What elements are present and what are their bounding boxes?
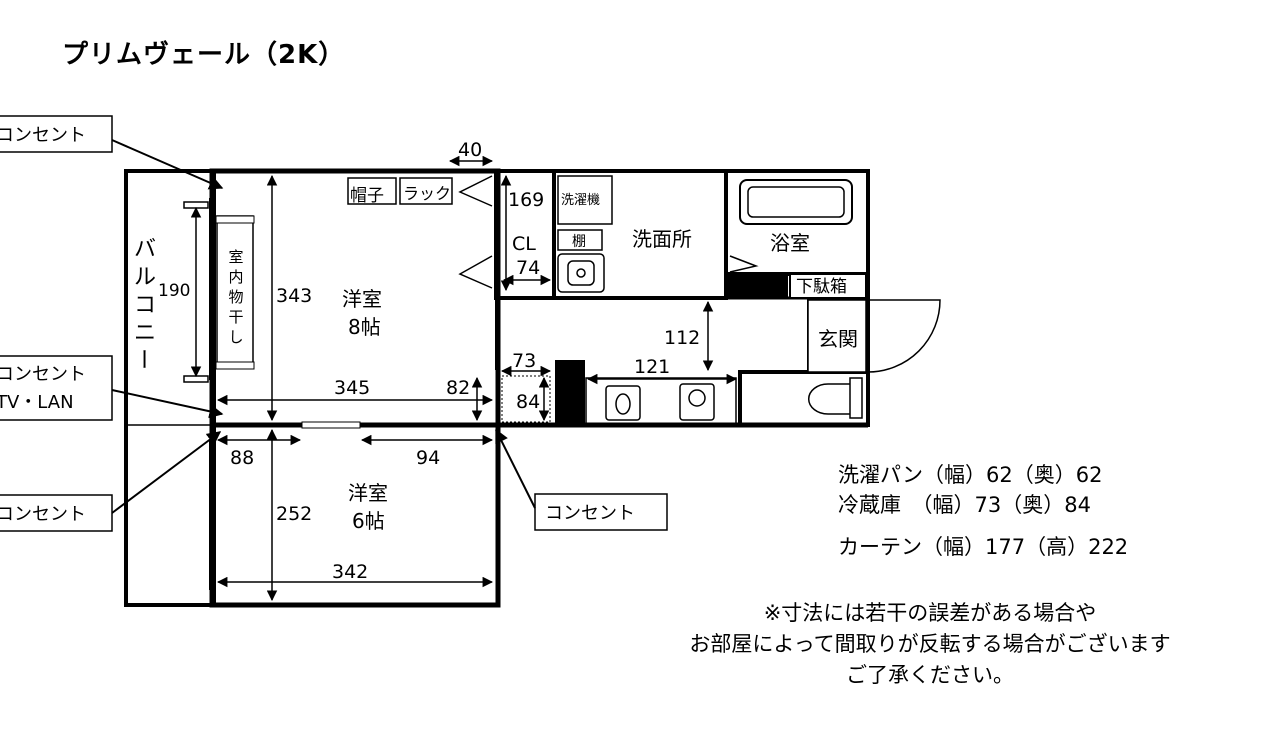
- caution-line: ※寸法には若干の誤差がある場合や: [763, 601, 1097, 625]
- outlet-left-bottom-label: コンセント: [0, 504, 86, 525]
- room2-name: 洋室: [348, 481, 388, 505]
- outlet-labels: コンセント コンセント TV・LAN コンセント コンセント: [0, 125, 635, 525]
- balcony-char: バ: [134, 237, 156, 262]
- dim-74: 74: [516, 257, 540, 279]
- dim-343: 343: [276, 285, 312, 307]
- caution-line: ご了承ください。: [846, 663, 1014, 687]
- dim-88: 88: [230, 447, 254, 469]
- outlet-right-label: コンセント: [545, 503, 635, 524]
- indoor-dry-char: 室: [228, 248, 243, 266]
- shelf-label: 棚: [572, 234, 586, 250]
- room1-name: 洋室: [342, 287, 382, 311]
- indoor-dry-rack: [215, 215, 255, 370]
- dim-112: 112: [664, 327, 700, 349]
- indoor-dry-label: 室 内 物 干 し: [228, 248, 243, 346]
- outlet-tv-lan-label: TV・LAN: [0, 392, 74, 413]
- washroom-label: 洗面所: [632, 227, 692, 251]
- caution-line: お部屋によって間取りが反転する場合がございます: [689, 632, 1171, 656]
- note-curtain: カーテン（幅）177（高）222: [838, 535, 1129, 559]
- balcony-char: ー: [130, 348, 155, 370]
- balcony-char: ニ: [134, 321, 156, 346]
- bath-label: 浴室: [770, 231, 810, 255]
- outlet-tv-label: コンセント: [0, 364, 86, 385]
- dim-345: 345: [334, 377, 370, 399]
- outlet-leaders: [111, 139, 536, 514]
- indoor-dry-char: 内: [228, 268, 243, 286]
- dim-252: 252: [276, 503, 312, 525]
- indoor-dry-char: し: [228, 328, 243, 346]
- outlet-callouts: [0, 115, 668, 532]
- window-lines: [128, 198, 497, 590]
- indoor-dry-char: 干: [228, 308, 243, 326]
- balcony-char: ル: [134, 265, 156, 290]
- dim-190: 190: [158, 281, 190, 301]
- kitchen-fixtures: [585, 377, 737, 426]
- appliance-notes: 洗濯パン（幅）62（奥）62 冷蔵庫 （幅）73（奥）84 カーテン（幅）177…: [838, 460, 1128, 562]
- indoor-dry-char: 物: [228, 288, 243, 306]
- dim-121: 121: [634, 356, 670, 378]
- washroom-fixtures: [557, 175, 613, 293]
- dimension-values: 40 169 74 190 343 345 82 112 73 84 121 8…: [158, 139, 700, 583]
- pillar: [726, 274, 788, 298]
- balcony-label: バ ル コ ニ ー: [130, 237, 156, 370]
- balcony-char: コ: [134, 293, 156, 318]
- caution-text: ※寸法には若干の誤差がある場合や お部屋によって間取りが反転する場合がございます…: [600, 598, 1260, 691]
- washer-label: 洗濯機: [561, 193, 600, 208]
- entrance-label: 玄関: [818, 327, 858, 351]
- dim-40: 40: [458, 139, 482, 161]
- page-title: プリムヴェール（2K）: [62, 40, 346, 70]
- dim-73: 73: [512, 350, 536, 372]
- note-fridge: 冷蔵庫 （幅）73（奥）84: [838, 493, 1091, 517]
- room1-size: 8帖: [348, 315, 381, 339]
- shoe-box-label: 下駄箱: [796, 277, 847, 297]
- walls: [124, 168, 870, 608]
- pillar: [555, 360, 585, 423]
- toilet: [808, 377, 863, 419]
- dimension-lines: [190, 155, 738, 602]
- bathtub: [739, 179, 853, 225]
- hat-label: 帽子: [350, 186, 384, 206]
- outlet-top-label: コンセント: [0, 125, 86, 146]
- dim-84: 84: [516, 391, 540, 413]
- note-washing-pan: 洗濯パン（幅）62（奥）62: [838, 463, 1103, 487]
- dim-94: 94: [416, 447, 440, 469]
- dim-82: 82: [446, 377, 470, 399]
- dim-169: 169: [508, 189, 544, 211]
- closet-label: CL: [512, 233, 536, 255]
- room2-size: 6帖: [352, 509, 385, 533]
- rack-label: ラック: [403, 184, 451, 203]
- dim-342: 342: [332, 561, 368, 583]
- door-swings: [458, 175, 941, 373]
